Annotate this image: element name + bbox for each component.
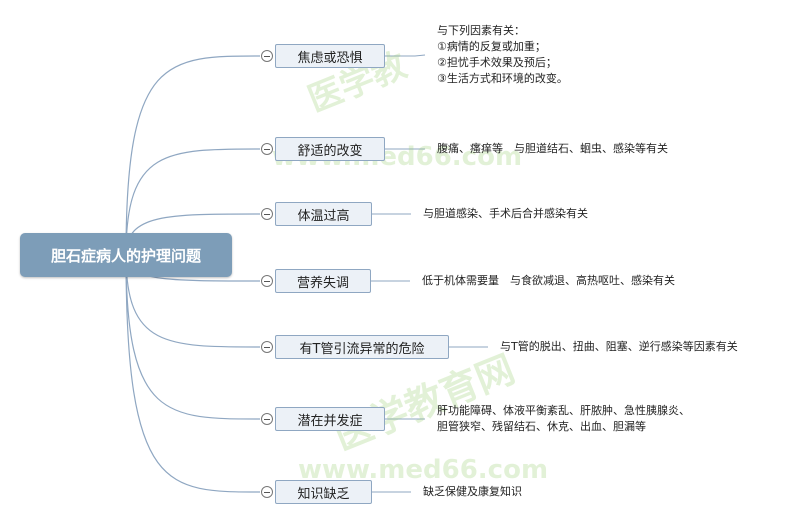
detail-line: 与下列因素有关：	[437, 24, 525, 37]
branch-connector	[125, 148, 261, 256]
branch-detail: 腹痛、瘙痒等 与胆道结石、蛔虫、感染等有关	[437, 141, 668, 157]
branch-detail: 低于机体需要量 与食欲减退、高热呕吐、感染有关	[422, 273, 675, 289]
detail-line: 肝功能障碍、体液平衡紊乱、肝脓肿、急性胰腺炎、	[437, 404, 690, 417]
detail-line: 胆管狭窄、残留结石、休克、出血、胆漏等	[437, 420, 646, 433]
branch-connector	[125, 254, 261, 348]
root-topic[interactable]: 胆石症病人的护理问题	[20, 233, 232, 277]
branch-detail: 与胆道感染、手术后合并感染有关	[423, 206, 588, 222]
branch-detail: 与下列因素有关： ①病情的反复或加重； ②担忧手术效果及预后； ③生活方式和环境的改变…	[437, 23, 568, 87]
detail-line: 与T管的脱出、扭曲、阻塞、逆行感染等因素有关	[500, 340, 738, 353]
detail-line: ①病情的反复或加重；	[437, 40, 546, 53]
branch-node[interactable]: 焦虑或恐惧	[275, 44, 385, 68]
branch-detail: 与T管的脱出、扭曲、阻塞、逆行感染等因素有关	[500, 339, 738, 355]
collapse-toggle-icon[interactable]	[261, 208, 273, 220]
branch-detail: 肝功能障碍、体液平衡紊乱、肝脓肿、急性胰腺炎、胆管狭窄、残留结石、休克、出血、胆…	[437, 403, 690, 435]
detail-line: ③生活方式和环境的改变。	[437, 72, 568, 85]
branch-node[interactable]: 舒适的改变	[275, 137, 385, 161]
collapse-toggle-icon[interactable]	[261, 143, 273, 155]
collapse-toggle-icon[interactable]	[261, 413, 273, 425]
branch-node[interactable]: 有T管引流异常的危险	[275, 335, 449, 359]
branch-node[interactable]: 潜在并发症	[275, 407, 385, 431]
detail-connector	[385, 54, 426, 57]
collapse-toggle-icon[interactable]	[261, 50, 273, 62]
detail-line: 与胆道感染、手术后合并感染有关	[423, 207, 588, 220]
detail-line: 腹痛、瘙痒等 与胆道结石、蛔虫、感染等有关	[437, 142, 668, 155]
detail-line: ②担忧手术效果及预后；	[437, 56, 557, 69]
branch-connector	[125, 254, 261, 493]
branch-connector	[125, 254, 261, 420]
branch-connector	[125, 55, 261, 256]
branch-node[interactable]: 体温过高	[275, 202, 372, 226]
branch-detail: 缺乏保健及康复知识	[423, 484, 522, 500]
detail-line: 缺乏保健及康复知识	[423, 485, 522, 498]
collapse-toggle-icon[interactable]	[261, 275, 273, 287]
collapse-toggle-icon[interactable]	[261, 341, 273, 353]
branch-node[interactable]: 知识缺乏	[275, 480, 372, 504]
collapse-toggle-icon[interactable]	[261, 486, 273, 498]
branch-node[interactable]: 营养失调	[275, 269, 371, 293]
detail-line: 低于机体需要量 与食欲减退、高热呕吐、感染有关	[422, 274, 675, 287]
